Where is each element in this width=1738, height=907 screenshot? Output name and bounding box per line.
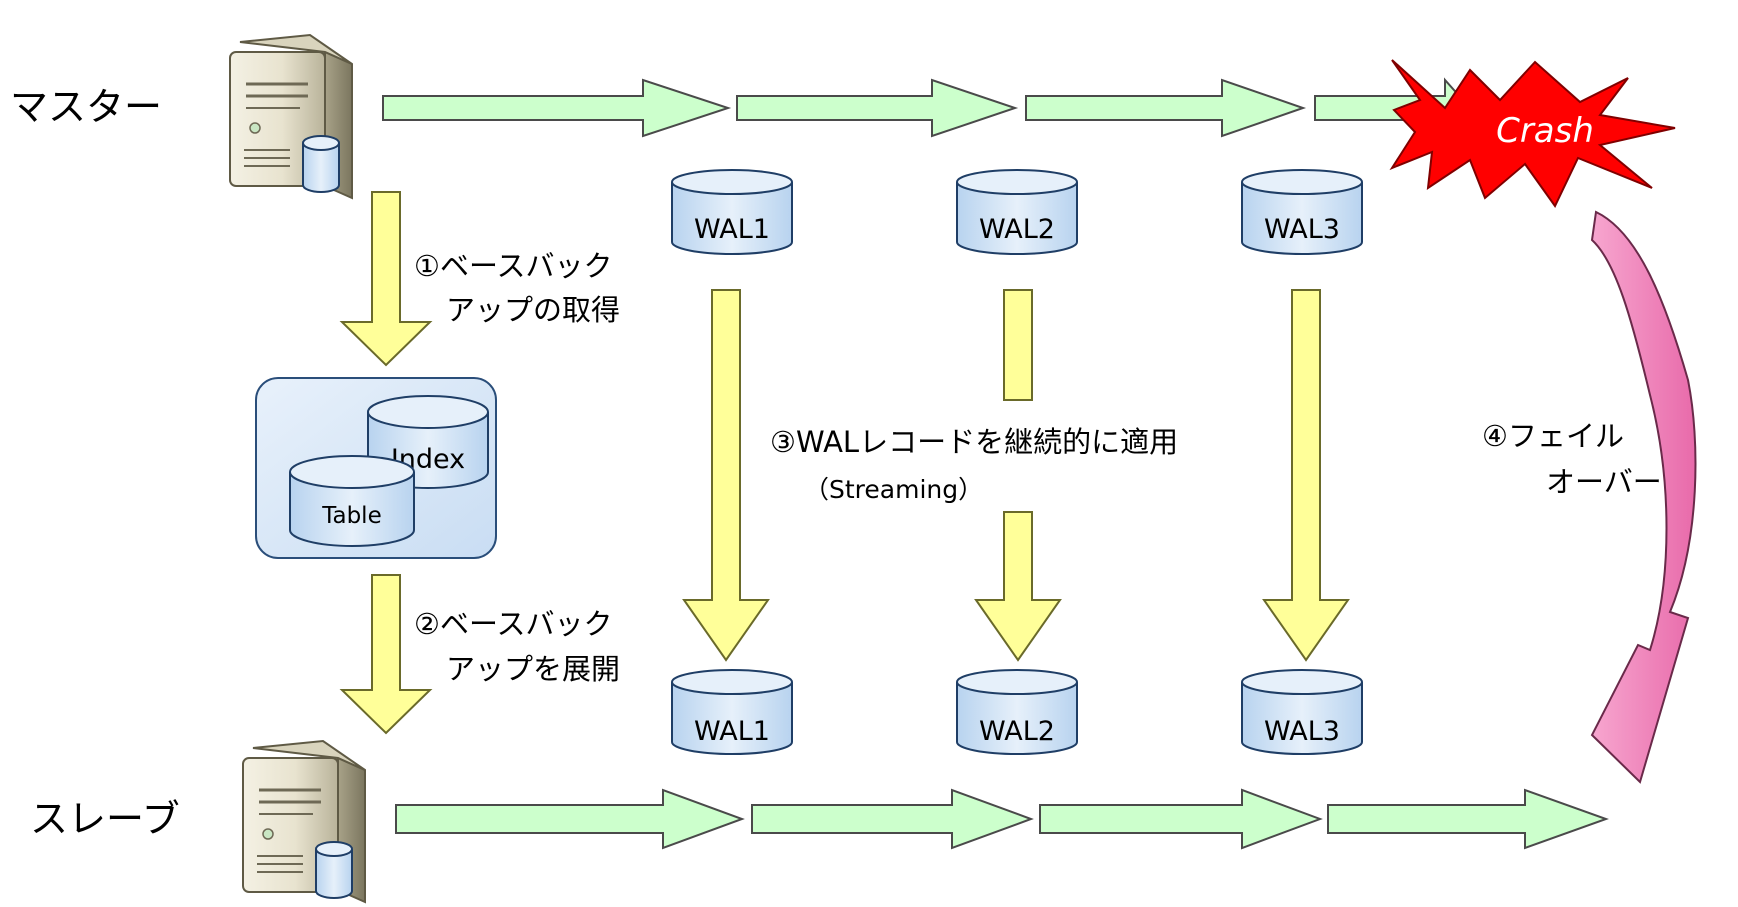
- slave-arrow-3: [1039, 788, 1323, 850]
- step3-label-line2: （Streaming）: [804, 475, 983, 504]
- step2-label-line1: ②ベースバック: [414, 607, 613, 641]
- wal-master-3: WAL3: [1241, 169, 1363, 255]
- database-cylinder-icon: [302, 135, 340, 193]
- wal-slave-2: WAL2: [956, 669, 1078, 755]
- slave-arrow-4: [1327, 788, 1609, 850]
- wal-apply-arrow-3: [1262, 289, 1350, 662]
- wal-slave-3: WAL3: [1241, 669, 1363, 755]
- table-label: Table: [321, 503, 381, 529]
- backup-arrow-down-2: [339, 574, 433, 735]
- slave-label: スレーブ: [30, 797, 180, 841]
- wal-apply-arrow-2: [974, 511, 1062, 662]
- database-cylinder-icon: [315, 841, 353, 899]
- wal-label: WAL2: [979, 214, 1055, 245]
- master-wal-stream: [382, 77, 1472, 139]
- slave-server-icon: [242, 739, 366, 904]
- backup-arrow-down-1: [339, 191, 433, 367]
- wal-label: WAL1: [694, 214, 770, 245]
- base-backup-arrows: [339, 191, 433, 735]
- step4-label-line1: ④フェイル: [1482, 419, 1624, 453]
- crash-burst-icon: Crash: [1389, 59, 1676, 208]
- master-arrow-1: [382, 78, 732, 138]
- wal-label: WAL2: [979, 716, 1055, 747]
- master-arrow-3: [1025, 78, 1307, 138]
- crash-label: Crash: [1496, 111, 1594, 151]
- step3-label-line1: ③WALレコードを継続的に適用: [770, 425, 1178, 459]
- wal-label: WAL3: [1264, 716, 1340, 747]
- slave-arrow-2: [751, 788, 1034, 850]
- wal-master-1: WAL1: [671, 169, 793, 255]
- step2-label-line2: アップを展開: [446, 652, 620, 686]
- wal-label: WAL1: [694, 716, 770, 747]
- wal-apply-arrow-1: [682, 289, 770, 662]
- step1-label-line1: ①ベースバック: [414, 249, 613, 283]
- wal-apply-arrow-2-top: [1003, 289, 1033, 401]
- master-server-icon: [229, 33, 353, 200]
- table-cylinder-icon: Table: [289, 455, 415, 547]
- slave-arrow-1: [395, 788, 745, 850]
- step4-label-line2: オーバー: [1546, 465, 1662, 499]
- wal-label: WAL3: [1264, 214, 1340, 245]
- wal-slave-1: WAL1: [671, 669, 793, 755]
- base-backup-box: Index Table: [255, 377, 497, 559]
- slave-wal-stream: [395, 788, 1609, 850]
- wal-master-2: WAL2: [956, 169, 1078, 255]
- step1-label-line2: アップの取得: [446, 293, 620, 327]
- master-arrow-2: [736, 78, 1019, 138]
- wal-apply-arrows: [682, 289, 1350, 662]
- failover-arrow: [1590, 210, 1697, 784]
- master-label: マスター: [10, 85, 162, 129]
